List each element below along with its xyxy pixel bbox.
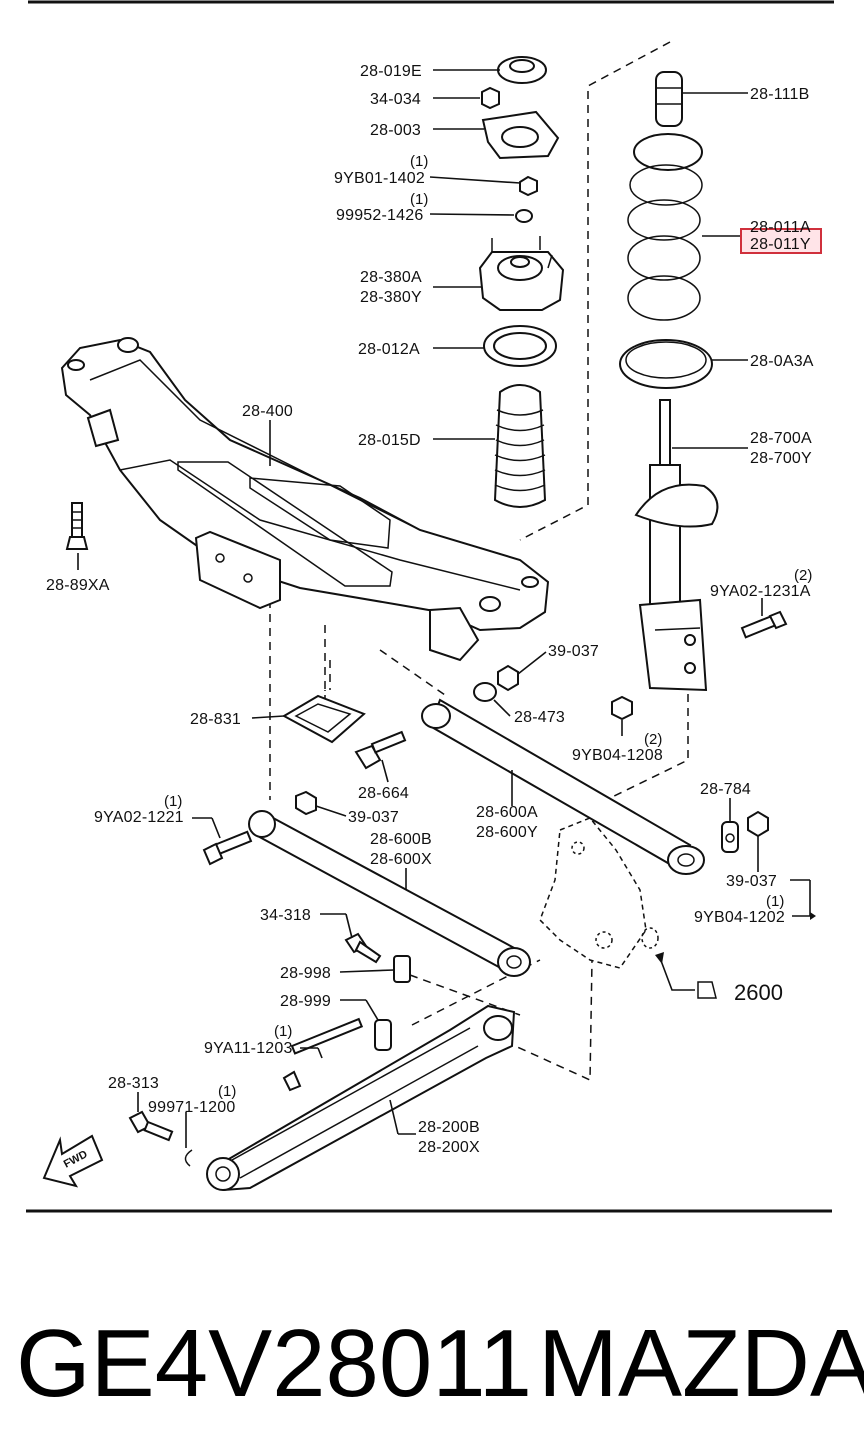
label-28-003: 28-003 (370, 122, 421, 139)
coil-spring-28-011A (627, 133, 703, 321)
spring-seat-28-0A3A (619, 339, 713, 389)
label-28-600X: 28-600X (370, 851, 432, 868)
trailing-arm-28-200B (206, 1004, 516, 1192)
label-9YB04-1202: 9YB04-1202 (694, 909, 785, 926)
bracket-28-831 (281, 694, 366, 744)
bracket-28-998 (393, 955, 411, 983)
bolt-9YA02-1221 (202, 830, 253, 866)
washer-99971-1200 (184, 1149, 193, 1167)
label-34-034: 34-034 (370, 91, 421, 108)
label-qty-1d: (1) (766, 893, 784, 910)
highlight-28-011Y (740, 228, 822, 254)
nut-39-037-mid (295, 790, 317, 816)
label-9YA02-1231A: 9YA02-1231A (710, 583, 811, 600)
label-28-015D: 28-015D (358, 432, 421, 449)
label-28-012A: 28-012A (358, 341, 420, 358)
crossmember-28-400 (60, 337, 550, 662)
label-28-700Y: 28-700Y (750, 450, 812, 467)
label-28-019E: 28-019E (360, 63, 422, 80)
bolt-34-318 (344, 932, 382, 964)
label-9YB01-1402: 9YB01-1402 (334, 170, 425, 187)
label-39-037-upper: 39-037 (548, 643, 599, 660)
reference-arrow (655, 952, 717, 999)
lateral-link-28-600A (421, 698, 705, 875)
bump-stop-28-111B (655, 71, 683, 127)
label-28-600B: 28-600B (370, 831, 432, 848)
bolt-28-664 (354, 730, 407, 770)
label-39-037-right: 39-037 (726, 873, 777, 890)
rubber-seat-28-019E (497, 56, 547, 84)
label-28-999: 28-999 (280, 993, 331, 1010)
label-28-400: 28-400 (242, 403, 293, 420)
label-28-0A3A: 28-0A3A (750, 353, 814, 370)
label-28-473: 28-473 (514, 709, 565, 726)
label-28-011Y: 28-011Y (750, 236, 811, 253)
lateral-link-28-600B (248, 810, 531, 977)
upper-seat-28-003 (481, 110, 560, 160)
fwd-arrow-icon (42, 1134, 104, 1188)
label-99971-1200: 99971-1200 (148, 1099, 235, 1116)
nut-39-037-upper (497, 664, 519, 692)
label-34-318: 34-318 (260, 907, 311, 924)
nut-39-037-right (747, 810, 769, 838)
label-28-664: 28-664 (358, 785, 409, 802)
bolt-9YA11-1203 (282, 1017, 364, 1092)
bracket-28-999 (374, 1019, 392, 1051)
label-qty-1b: (1) (410, 191, 428, 208)
bolt-28-89XA (65, 502, 89, 550)
label-99952-1426: 99952-1426 (336, 207, 423, 224)
bolt-28-313 (128, 1110, 174, 1142)
label-9YB04-1208: 9YB04-1208 (572, 747, 663, 764)
label-qty-1c: (1) (164, 793, 182, 810)
footer-part-number: GE4V28011 (16, 1310, 532, 1417)
label-qty-2b: (2) (644, 731, 662, 748)
part-labels: 28-019E 34-034 28-003 (1) 9YB01-1402 (1)… (46, 63, 814, 1156)
label-qty-1e: (1) (274, 1023, 292, 1040)
label-28-200B: 28-200B (418, 1119, 480, 1136)
label-39-037-mid: 39-037 (348, 809, 399, 826)
label-28-111B: 28-111B (750, 86, 810, 103)
label-28-700A: 28-700A (750, 430, 812, 447)
label-2600: 2600 (734, 980, 783, 1005)
label-qty-2a: (2) (794, 567, 812, 584)
label-9YA11-1203: 9YA11-1203 (204, 1040, 293, 1057)
label-qty-1f: (1) (218, 1083, 236, 1100)
label-28-831: 28-831 (190, 711, 241, 728)
label-9YA02-1221: 9YA02-1221 (94, 809, 184, 826)
label-28-784: 28-784 (700, 781, 751, 798)
label-28-89XA: 28-89XA (46, 577, 110, 594)
bolt-9YA02-1231A (740, 610, 788, 639)
label-28-600Y: 28-600Y (476, 824, 538, 841)
label-28-011A: 28-011A (750, 219, 811, 236)
knuckle-2600 (539, 817, 659, 969)
label-28-998: 28-998 (280, 965, 331, 982)
label-28-380A: 28-380A (360, 269, 422, 286)
plate-28-784 (721, 821, 739, 853)
label-28-600A: 28-600A (476, 804, 538, 821)
seat-28-012A (483, 325, 557, 367)
label-qty-1a: (1) (410, 153, 428, 170)
label-28-380Y: 28-380Y (360, 289, 422, 306)
nut-9YB04-1208 (611, 695, 633, 721)
footer-brand: MAZDA (538, 1310, 864, 1417)
washer-99952-1426 (515, 209, 533, 223)
label-28-200X: 28-200X (418, 1139, 480, 1156)
leader-lines (77, 69, 816, 1148)
strut-mount-28-380A (478, 236, 565, 311)
shock-absorber-28-700A (634, 399, 719, 692)
dust-boot-28-015D (493, 384, 547, 508)
nut-34-034 (481, 86, 500, 110)
washer-28-473 (473, 682, 497, 702)
label-28-313: 28-313 (108, 1075, 159, 1092)
nut-9YB01-1402 (519, 175, 538, 197)
